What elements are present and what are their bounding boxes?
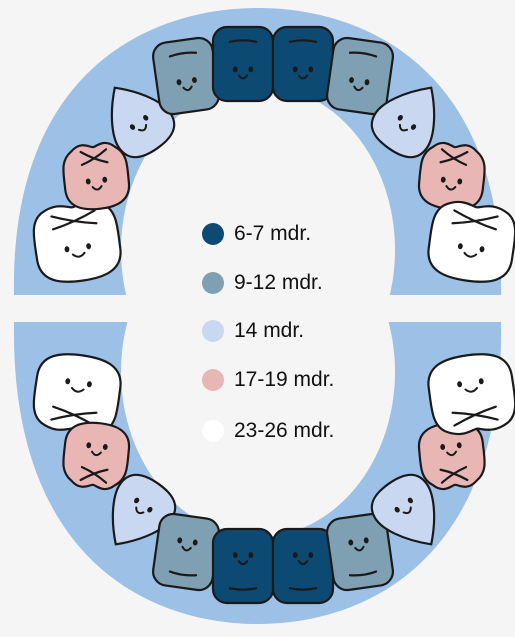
tooth-crown — [32, 200, 122, 283]
upper-canine-tooth — [370, 86, 436, 159]
tooth-crease — [453, 405, 497, 427]
tooth-crease — [288, 587, 318, 591]
legend-swatch — [202, 320, 224, 342]
tooth-face — [394, 497, 413, 515]
tooth-crown — [427, 353, 515, 436]
tooth-face — [440, 442, 462, 457]
tooth-face — [176, 77, 197, 92]
tooth-face — [349, 77, 370, 92]
lower-molar-1-tooth — [62, 421, 130, 491]
upper-central-incisor-tooth — [271, 25, 335, 103]
tooth-face — [348, 537, 369, 552]
tooth-crown — [271, 527, 335, 605]
tooth-crease — [50, 411, 98, 421]
lower-molar-2-tooth — [427, 353, 515, 436]
upper-molar-2-tooth — [32, 200, 122, 283]
legend-item-14: 14 mdr. — [202, 318, 304, 344]
tooth-crown — [370, 86, 436, 159]
tooth-face — [65, 378, 92, 393]
tooth-face — [457, 243, 485, 258]
tooth-crease — [228, 587, 258, 591]
tooth-crease — [228, 39, 258, 43]
lower-central-incisor-tooth — [211, 527, 275, 605]
tooth-crown — [151, 36, 221, 116]
lower-lateral-incisor-tooth — [325, 512, 395, 592]
legend-label: 14 mdr. — [234, 319, 305, 342]
legend-item-23-26: 23-26 mdr. — [202, 418, 334, 444]
tooth-face — [457, 378, 484, 393]
lower-central-incisor-tooth — [271, 527, 335, 605]
tooth-crease — [348, 570, 378, 577]
tooth-face — [134, 497, 153, 515]
lower-canine-tooth — [370, 473, 436, 546]
upper-molar-1-tooth — [418, 141, 486, 211]
upper-molar-2-tooth — [427, 200, 515, 283]
lower-molar-1-tooth — [418, 421, 486, 491]
upper-lateral-incisor-tooth — [325, 36, 395, 116]
legend-item-6-7: 6-7 mdr. — [202, 221, 311, 247]
legend-swatch — [202, 272, 224, 294]
tooth-crown — [370, 473, 436, 546]
tooth-crown — [211, 527, 275, 605]
upper-molar-1-tooth — [62, 141, 130, 211]
legend-label: 9-12 mdr. — [234, 271, 323, 294]
tooth-crease — [451, 215, 499, 225]
legend-swatch — [202, 223, 224, 245]
upper-central-incisor-tooth — [211, 25, 275, 103]
tooth-crown — [151, 512, 221, 592]
tooth-crease — [79, 468, 109, 482]
tooth-crease — [168, 570, 198, 577]
tooth-crease — [439, 150, 469, 164]
tooth-crease — [52, 209, 96, 231]
tooth-crown — [62, 141, 130, 211]
tooth-crown — [211, 25, 275, 103]
tooth-crease — [348, 51, 378, 58]
lower-lateral-incisor-tooth — [151, 512, 221, 592]
legend-item-17-19: 17-19 mdr. — [202, 367, 334, 393]
tooth-face — [232, 66, 254, 80]
legend-swatch — [202, 369, 224, 391]
upper-lateral-incisor-tooth — [151, 36, 221, 116]
tooth-face — [397, 114, 417, 132]
legend-item-9-12: 9-12 mdr. — [202, 270, 323, 296]
tooth-crease — [168, 51, 198, 58]
tooth-face — [177, 537, 198, 552]
tooth-face — [232, 552, 254, 566]
legend-swatch — [202, 420, 224, 442]
tooth-crown — [427, 200, 515, 283]
tooth-face — [64, 243, 92, 258]
legend-label: 23-26 mdr. — [234, 419, 335, 442]
tooth-face — [85, 176, 108, 191]
tooth-crown — [418, 141, 486, 211]
tooth-face — [86, 442, 108, 457]
tooth-crease — [440, 465, 468, 484]
legend-label: 6-7 mdr. — [234, 222, 312, 245]
legend-label: 17-19 mdr. — [234, 368, 335, 391]
tooth-face — [292, 552, 314, 566]
tooth-face — [292, 66, 314, 80]
tooth-crown — [271, 25, 335, 103]
tooth-crease — [80, 148, 108, 167]
tooth-crease — [288, 39, 318, 43]
tooth-face — [440, 176, 463, 191]
tooth-face — [129, 114, 149, 132]
